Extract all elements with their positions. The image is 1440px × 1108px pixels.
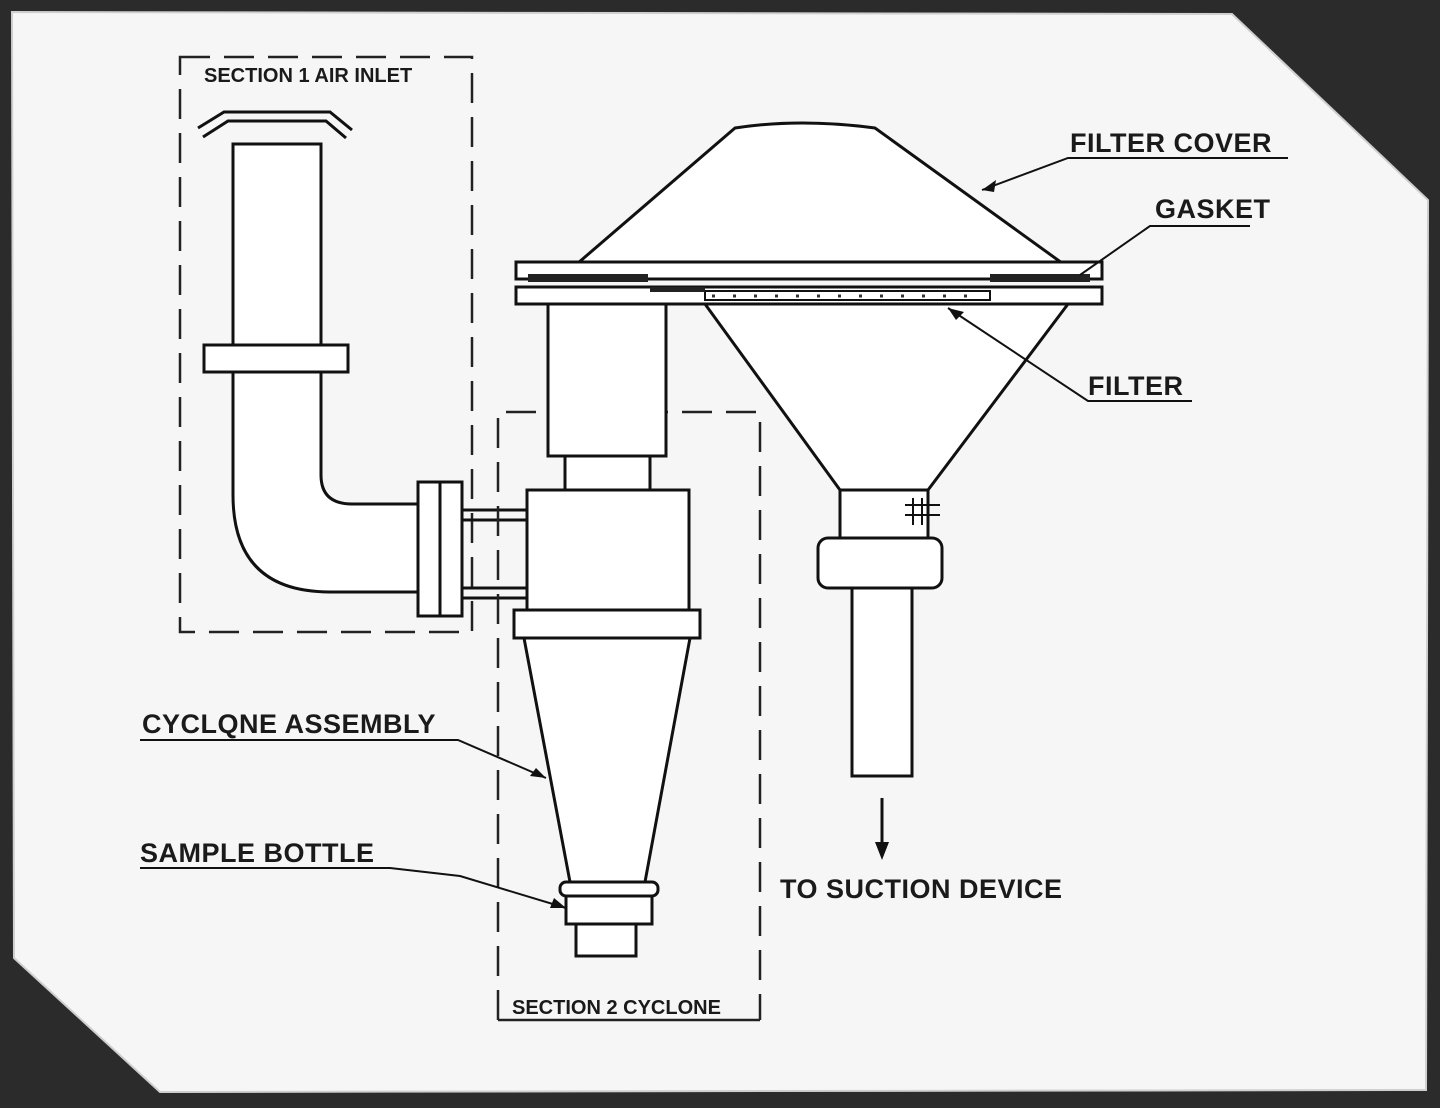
sample-bottle-label: SAMPLE BOTTLE <box>140 838 375 868</box>
filter-cover-leader <box>981 157 1288 191</box>
filter-cover-arrowhead <box>982 180 996 192</box>
suction-pipe <box>850 586 914 778</box>
inlet-connector <box>462 508 527 600</box>
gasket-label: GASKET <box>1155 194 1271 224</box>
section-2-boundary <box>496 410 762 1020</box>
cyclone-outlet-tube <box>546 301 668 458</box>
inlet-elbow <box>231 370 420 594</box>
cyclone-outlet-neck <box>563 454 652 492</box>
inlet-flange-b <box>438 480 464 618</box>
inlet-flange-a <box>416 480 442 618</box>
filter-cover-label: FILTER COVER <box>1070 128 1272 158</box>
sample-bottle-arrowhead <box>550 898 566 908</box>
rain-cap-icon <box>197 110 353 140</box>
filter-media <box>704 290 991 301</box>
cyclone-assembly-leader <box>140 739 547 779</box>
gasket-right <box>990 274 1090 282</box>
filter-cover <box>573 121 1067 265</box>
cyclone-assembly-arrowhead <box>530 768 546 778</box>
funnel-clamp-icon <box>905 498 940 525</box>
sample-bottle <box>574 922 638 958</box>
section-1-label: SECTION 1 AIR INLET <box>204 65 412 87</box>
cyclone-assembly-label: CYCLQNE ASSEMBLY <box>142 709 436 739</box>
section-1-boundary <box>178 55 474 634</box>
sample-bottle-leader <box>140 867 567 909</box>
sample-bottle-ring <box>558 880 660 898</box>
suction-arrow-icon <box>875 798 889 860</box>
filter-label: FILTER <box>1088 371 1183 401</box>
gasket-leader <box>1079 225 1250 276</box>
filter-media-dark <box>650 287 705 292</box>
inlet-pipe-upper <box>231 142 323 348</box>
filter-upper-plate <box>514 260 1104 281</box>
filter-leader <box>947 307 1192 402</box>
cyclone-body <box>525 488 691 612</box>
sample-bottle-neck <box>564 894 654 926</box>
gasket-left <box>528 274 648 282</box>
cyclone-band <box>512 608 702 640</box>
section-2-label: SECTION 2 CYCLONE <box>512 997 721 1019</box>
inlet-pipe-collar <box>202 343 350 374</box>
filter-arrowhead <box>948 308 964 320</box>
to-suction-device-label: TO SUCTION DEVICE <box>780 874 1063 904</box>
suction-coupling <box>816 536 944 590</box>
